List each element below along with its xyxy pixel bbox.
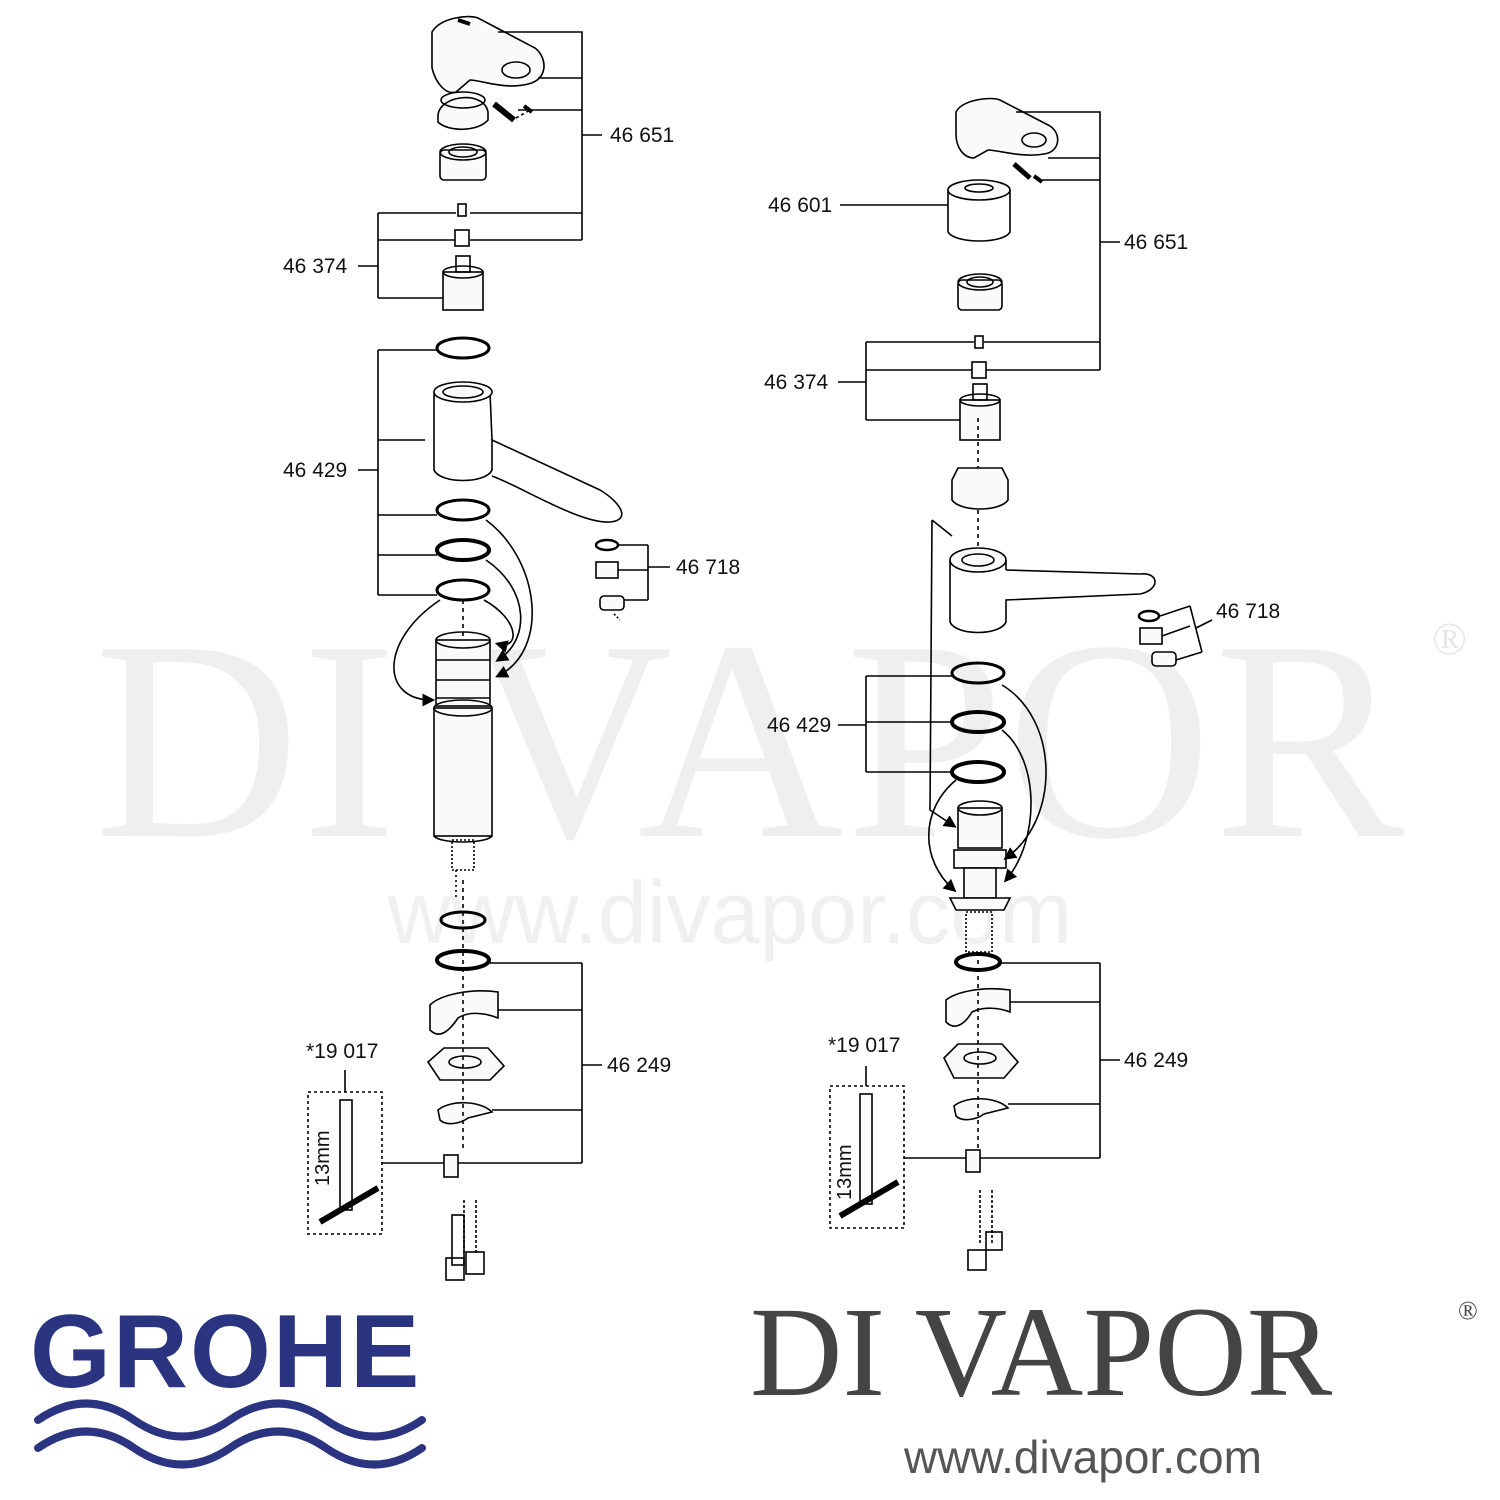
grohe-wave-mark [34, 1399, 426, 1469]
watermark-text: DI VAPOR [93, 582, 1407, 898]
left-tool-size: 13mm [312, 1130, 334, 1186]
grohe-logo-text: GROHE [30, 1294, 422, 1410]
watermark-url: www.divapor.com [387, 863, 1073, 962]
left-label-aerator: 46 718 [676, 556, 741, 579]
right-label-cartridge: 46 374 [764, 371, 829, 394]
left-label-spout-seals: 46 429 [283, 459, 348, 482]
left-label-cartridge: 46 374 [283, 255, 348, 278]
right-label-tool: *19 017 [828, 1034, 901, 1057]
right-label-spout-seals: 46 429 [767, 714, 832, 737]
divapor-registered-mark: ® [1458, 1296, 1478, 1325]
left-assembly-drawing [307, 15, 670, 1281]
watermark-registered: ® [1432, 613, 1467, 664]
right-tool-size: 13mm [834, 1144, 856, 1200]
left-label-tool: *19 017 [306, 1040, 379, 1063]
right-label-mounting: 46 249 [1124, 1049, 1189, 1072]
left-label-handle: 46 651 [610, 124, 675, 147]
divapor-url: www.divapor.com [904, 1431, 1262, 1483]
right-label-aerator: 46 718 [1216, 600, 1281, 623]
left-label-mounting: 46 249 [607, 1054, 672, 1077]
right-label-cap: 46 601 [768, 194, 833, 217]
divapor-brand: DI VAPOR [750, 1281, 1333, 1423]
right-assembly-drawing [829, 97, 1213, 1271]
right-label-handle: 46 651 [1124, 231, 1189, 254]
